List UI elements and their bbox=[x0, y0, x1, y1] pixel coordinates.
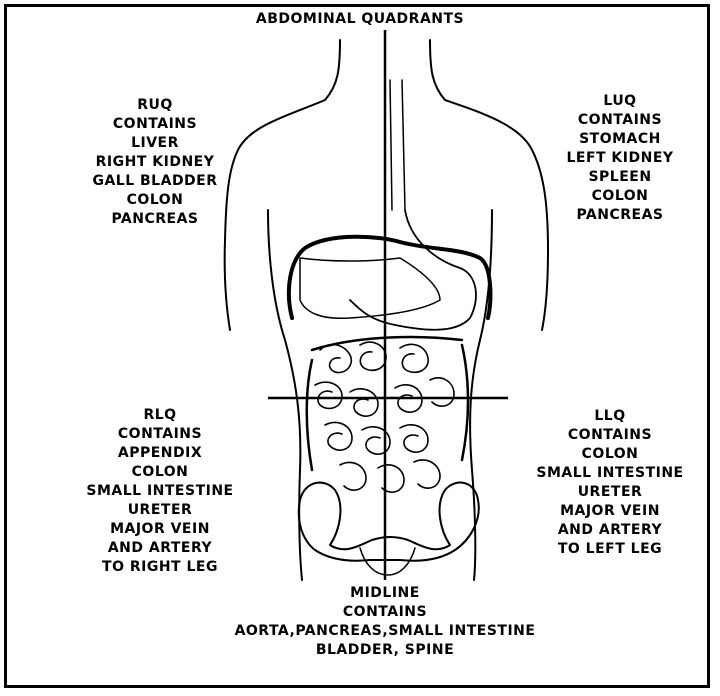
midline-organs: BLADDER, SPINE bbox=[315, 642, 455, 658]
llq-organ: SMALL INTESTINE bbox=[536, 465, 684, 481]
midline-organs: AORTA,PANCREAS,SMALL INTESTINE bbox=[234, 623, 536, 639]
rlq-organ: APPENDIX bbox=[117, 445, 203, 461]
rlq-organ: URETER bbox=[127, 502, 193, 518]
diaphragm-outline bbox=[286, 234, 493, 320]
llq-organ: TO LEFT LEG bbox=[557, 541, 663, 557]
midline-label-block: MIDLINE CONTAINS AORTA,PANCREAS,SMALL IN… bbox=[160, 584, 610, 660]
llq-organ: MAJOR VEIN bbox=[560, 503, 660, 519]
rlq-heading: RLQ bbox=[143, 407, 177, 423]
ruq-organ: COLON bbox=[126, 192, 184, 208]
ruq-organ: GALL BLADDER bbox=[92, 173, 218, 189]
luq-label-block: LUQ CONTAINS STOMACH LEFT KIDNEY SPLEEN … bbox=[520, 92, 720, 225]
rlq-organ: MAJOR VEIN bbox=[110, 521, 210, 537]
ruq-organ: RIGHT KIDNEY bbox=[95, 154, 215, 170]
ruq-contains: CONTAINS bbox=[112, 116, 198, 132]
luq-organ: COLON bbox=[591, 188, 649, 204]
ruq-label-block: RUQ CONTAINS LIVER RIGHT KIDNEY GALL BLA… bbox=[50, 96, 260, 229]
esophagus bbox=[389, 79, 406, 211]
ruq-organ: LIVER bbox=[131, 135, 179, 151]
luq-organ: PANCREAS bbox=[576, 207, 664, 223]
rlq-label-block: RLQ CONTAINS APPENDIX COLON SMALL INTEST… bbox=[40, 406, 280, 577]
llq-organ: COLON bbox=[581, 446, 639, 462]
llq-label-block: LLQ CONTAINS COLON SMALL INTESTINE URETE… bbox=[500, 407, 720, 559]
pelvis bbox=[297, 481, 480, 562]
rlq-organ: COLON bbox=[131, 464, 189, 480]
luq-contains: CONTAINS bbox=[577, 112, 663, 128]
bladder bbox=[359, 547, 416, 576]
llq-organ: URETER bbox=[577, 484, 643, 500]
rlq-contains: CONTAINS bbox=[117, 426, 203, 442]
luq-heading: LUQ bbox=[603, 93, 637, 109]
colon bbox=[305, 335, 470, 472]
torso-outline-left bbox=[223, 99, 326, 581]
llq-heading: LLQ bbox=[594, 408, 626, 424]
llq-organ: AND ARTERY bbox=[557, 522, 663, 538]
luq-organ: STOMACH bbox=[579, 131, 661, 147]
midline-heading: MIDLINE bbox=[350, 585, 420, 601]
midline-contains: CONTAINS bbox=[342, 604, 428, 620]
rlq-organ: SMALL INTESTINE bbox=[86, 483, 234, 499]
llq-contains: CONTAINS bbox=[567, 427, 653, 443]
diagram-frame bbox=[4, 4, 710, 688]
liver bbox=[299, 257, 441, 320]
rlq-organ: TO RIGHT LEG bbox=[102, 559, 218, 575]
ruq-organ: PANCREAS bbox=[111, 211, 199, 227]
small-intestine bbox=[314, 341, 455, 493]
ruq-heading: RUQ bbox=[137, 97, 173, 113]
luq-organ: SPLEEN bbox=[588, 169, 652, 185]
rlq-organ: AND ARTERY bbox=[107, 540, 213, 556]
luq-organ: LEFT KIDNEY bbox=[566, 150, 674, 166]
neck-outline-right bbox=[429, 39, 446, 101]
neck-outline-left bbox=[324, 39, 341, 101]
diagram-title: ABDOMINAL QUADRANTS bbox=[255, 11, 465, 27]
stomach bbox=[349, 209, 477, 331]
